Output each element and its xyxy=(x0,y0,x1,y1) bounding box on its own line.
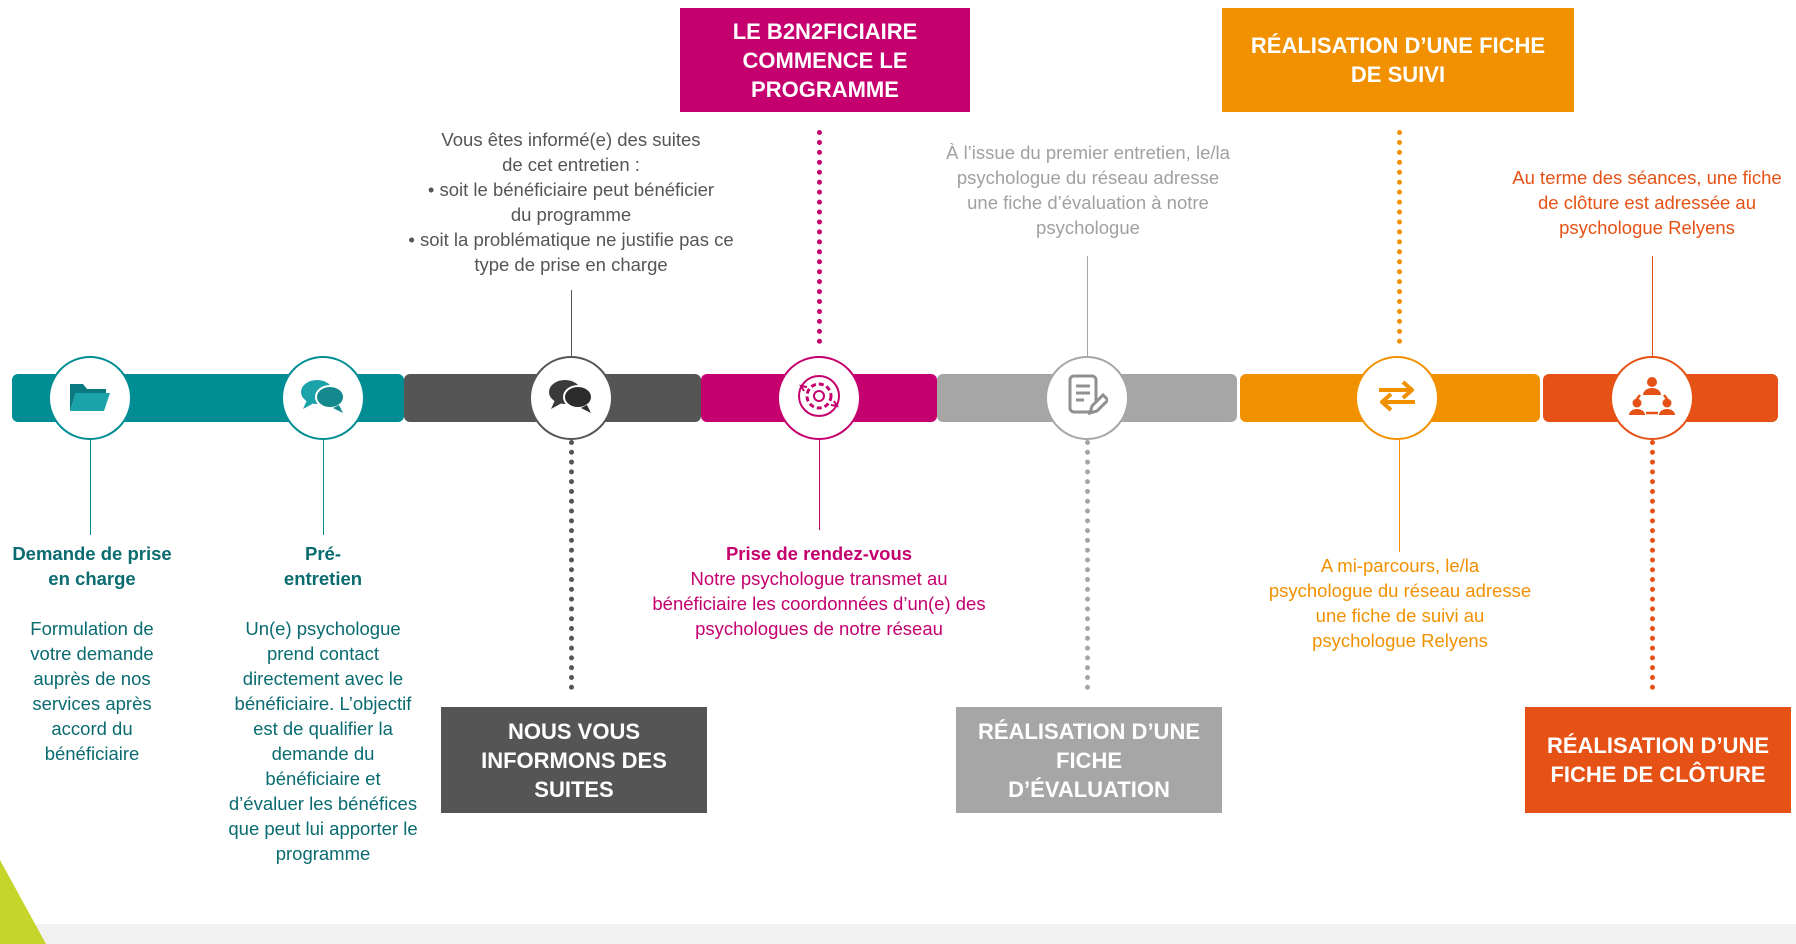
step-1-description: Formulation de votre demande auprès de n… xyxy=(30,618,154,764)
lime-corner-accent xyxy=(0,860,46,944)
step-3-description: Vous êtes informé(e) des suites de cet e… xyxy=(376,127,766,277)
connector-step-5-bottom xyxy=(1085,440,1090,690)
gear-cycle-icon xyxy=(796,373,842,424)
connector-step-3-bottom xyxy=(569,440,574,690)
connector-step-3-top xyxy=(571,290,572,356)
step-3-line-3: • soit le bénéficiaire peut bénéficier xyxy=(427,179,715,200)
step-3-line-6: type de prise en charge xyxy=(474,254,668,275)
connector-step-4-bottom xyxy=(819,440,820,530)
step-7-description: Au terme des séances, une fiche de clôtu… xyxy=(1512,167,1782,238)
step-4-box-label: LE B2N2FICIAIRE COMMENCE LE PROGRAMME xyxy=(732,18,918,102)
connector-step-2 xyxy=(323,440,324,535)
step-1-node xyxy=(48,356,132,440)
chat-bubbles-dark-icon xyxy=(547,376,595,421)
step-3-box: NOUS VOUS INFORMONS DES SUITES xyxy=(441,707,707,813)
step-5-description: À l’issue du premier entretien, le/la ps… xyxy=(946,142,1230,238)
connector-step-7-bottom xyxy=(1650,440,1655,690)
step-2-title: Pré-entretien xyxy=(283,543,363,589)
team-network-icon xyxy=(1628,373,1676,424)
step-6-box-label: RÉALISATION D’UNE FICHE DE SUIVI xyxy=(1250,33,1546,87)
step-5-box-label: RÉALISATION D’UNE FICHE D’ÉVALUATION xyxy=(977,718,1201,802)
step-7-box: RÉALISATION D’UNE FICHE DE CLÔTURE xyxy=(1525,707,1791,813)
connector-step-5-top xyxy=(1087,256,1088,356)
bottom-band xyxy=(0,924,1796,944)
step-2-description: Un(e) psychologue prend contact directem… xyxy=(228,618,418,864)
step-3-line-4: du programme xyxy=(510,204,632,225)
folder-icon xyxy=(68,378,112,419)
exchange-arrows-icon xyxy=(1373,378,1421,419)
chat-bubbles-icon xyxy=(299,376,347,421)
connector-step-4-top xyxy=(817,130,822,344)
step-3-line-5: • soit la problématique ne justifie pas … xyxy=(408,229,734,250)
document-pen-icon xyxy=(1066,373,1111,424)
step-2-node xyxy=(281,356,365,440)
step-3-line-1: Vous êtes informé(e) des suites xyxy=(441,129,701,150)
connector-step-6-top xyxy=(1397,130,1402,344)
step-5-box: RÉALISATION D’UNE FICHE D’ÉVALUATION xyxy=(956,707,1222,813)
step-7-box-label: RÉALISATION D’UNE FICHE DE CLÔTURE xyxy=(1546,733,1770,787)
step-6-node xyxy=(1355,356,1439,440)
connector-step-7-top xyxy=(1652,256,1653,356)
step-4-node xyxy=(777,356,861,440)
step-4-box: LE B2N2FICIAIRE COMMENCE LE PROGRAMME xyxy=(680,8,970,112)
step-3-box-label: NOUS VOUS INFORMONS DES SUITES xyxy=(481,718,667,802)
step-5-node xyxy=(1045,356,1129,440)
connector-step-1 xyxy=(90,440,91,535)
step-3-line-2: de cet entretien : xyxy=(502,154,640,175)
step-6-box: RÉALISATION D’UNE FICHE DE SUIVI xyxy=(1222,8,1574,112)
step-7-node xyxy=(1610,356,1694,440)
step-1-title: Demande de prise en charge xyxy=(12,543,172,589)
connector-step-6-bottom xyxy=(1399,440,1400,552)
step-4-title: Prise de rendez-vous xyxy=(725,543,913,564)
step-4-description: Notre psychologue transmet au bénéficiai… xyxy=(652,568,986,639)
step-3-node xyxy=(529,356,613,440)
step-6-description: A mi-parcours, le/la psychologue du rése… xyxy=(1268,555,1532,651)
